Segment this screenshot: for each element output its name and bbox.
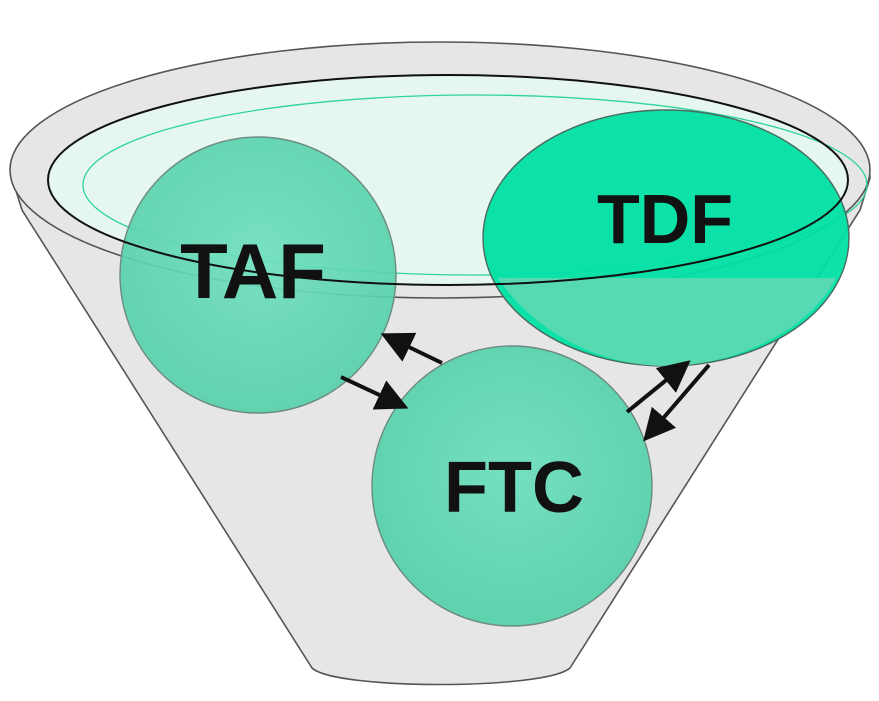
node-label-taf: TAF — [180, 227, 326, 315]
arrow-taf-to-ftc — [340, 375, 409, 410]
node-ftc — [371, 345, 653, 627]
node-label-ftc: FTC — [444, 448, 584, 528]
funnel-inner-ring — [82, 94, 868, 276]
arrow-ftc-to-taf — [380, 332, 443, 365]
funnel-rim-line — [47, 74, 849, 286]
node-label-tdf: TDF — [597, 180, 733, 258]
arrow-tdf-to-ftc — [643, 363, 711, 442]
node-taf — [119, 136, 397, 414]
node-tdf-lower — [498, 278, 836, 366]
arrow-ftc-to-tdf — [625, 360, 691, 414]
